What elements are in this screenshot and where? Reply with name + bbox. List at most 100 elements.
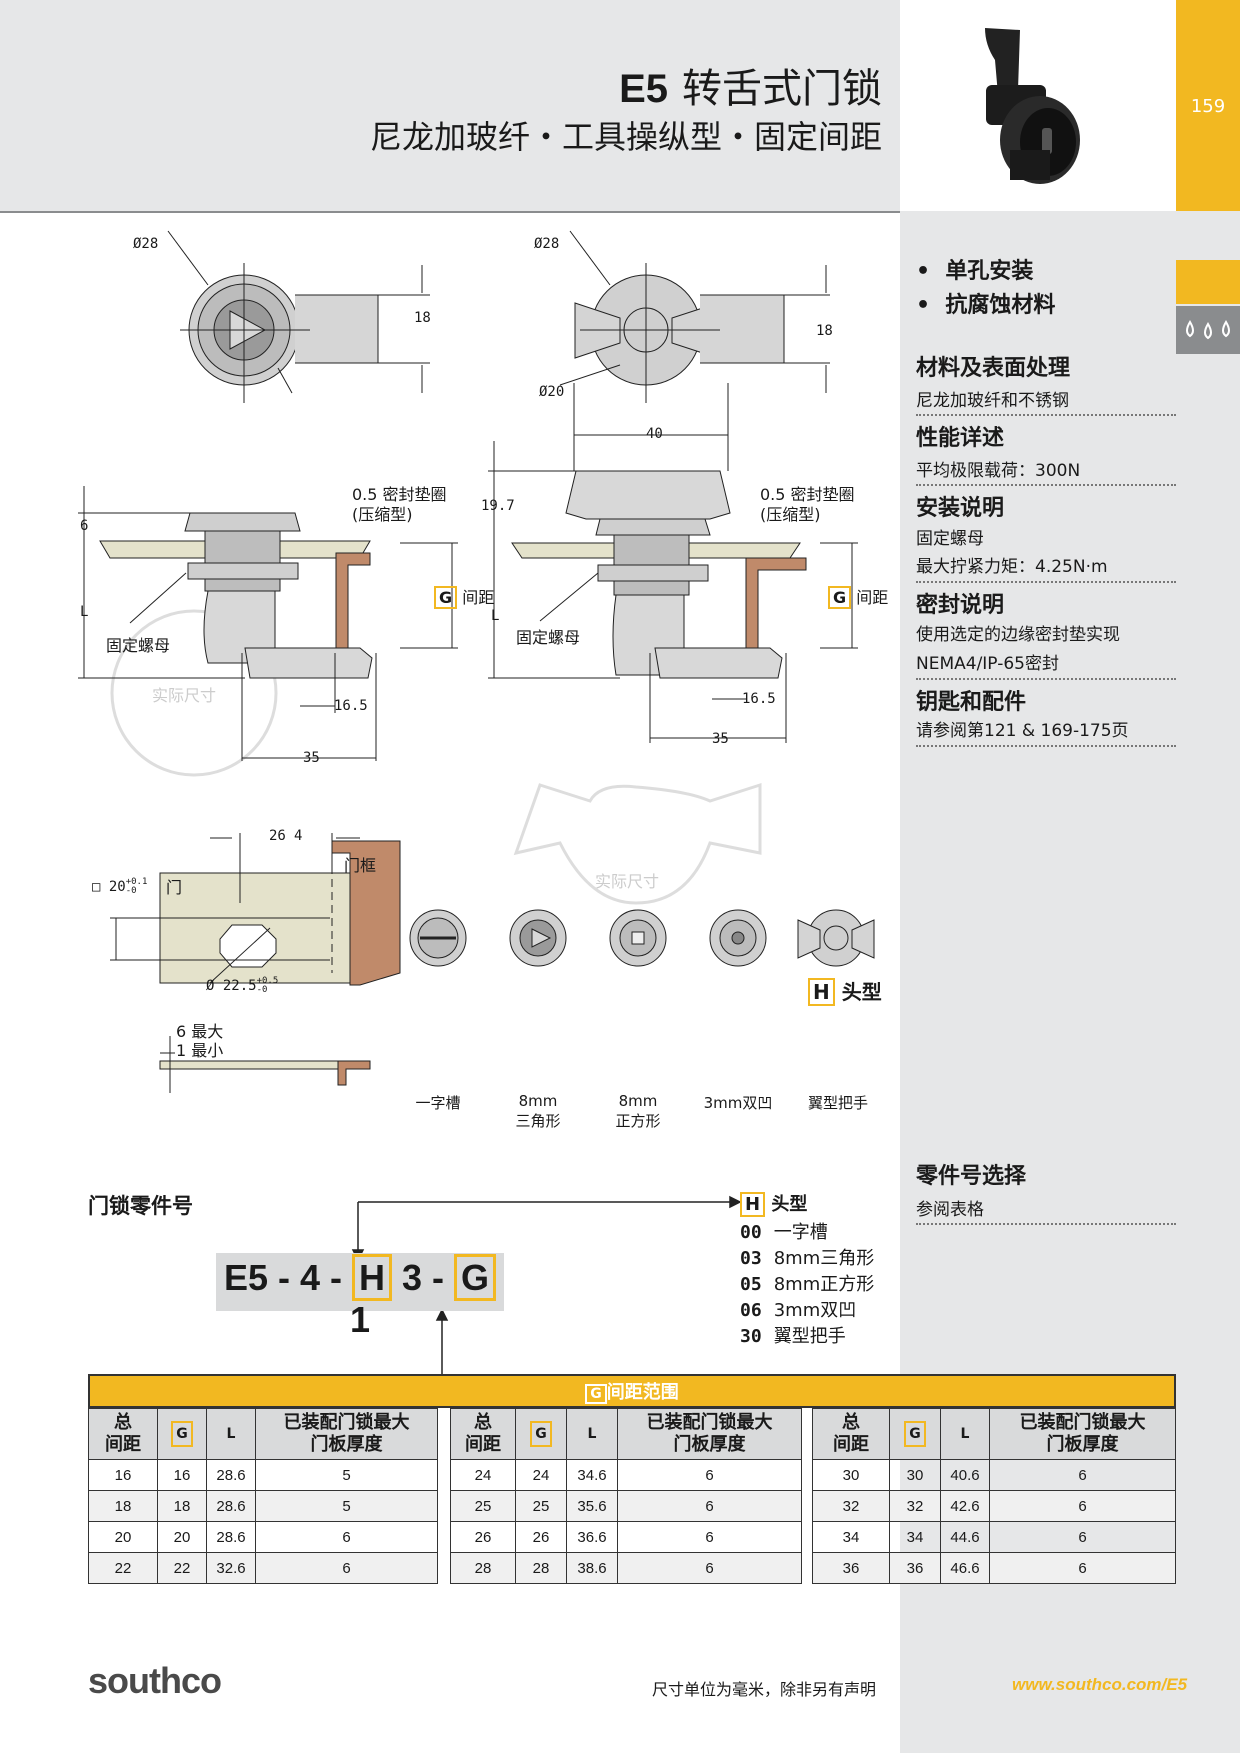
frame-label: 门框: [344, 856, 377, 875]
part-select-heading: 零件号选择: [916, 1164, 1027, 1189]
part-number-code: E5 - 4 - H 3 - G 1: [216, 1254, 504, 1341]
col-total: 总间距: [88, 1408, 158, 1460]
page-tab: [1176, 0, 1240, 211]
dim-18: 18: [816, 323, 833, 339]
units-note: 尺寸单位为毫米，除非另有声明: [652, 1680, 877, 1699]
dim-16-5: 16.5: [334, 698, 368, 714]
gasket-label: 0.5 密封垫圈(压缩型): [760, 485, 855, 524]
actual-size-watermark: 实际尺寸: [152, 686, 217, 705]
spacing-label: G 间距: [434, 584, 494, 609]
section-text: 平均极限载荷：300N: [916, 461, 1081, 481]
dim-dia20: Ø20: [539, 384, 565, 400]
dim-35: 35: [712, 731, 729, 747]
sidebar-tab-corrosion: [1176, 306, 1240, 354]
section-heading: 密封说明: [916, 593, 1005, 618]
section-heading: 性能详述: [916, 426, 1005, 451]
header-band: [0, 0, 900, 211]
col-total: 总间距: [812, 1408, 890, 1460]
dim-16-5: 16.5: [742, 691, 776, 707]
gasket-label: 0.5 密封垫圈(压缩型): [352, 485, 447, 524]
dim-26: 26: [269, 828, 286, 844]
part-select-text: 参阅表格: [916, 1200, 984, 1220]
col-g: G: [515, 1408, 567, 1460]
section-heading: 钥匙和配件: [916, 690, 1027, 715]
dim-19-7: 19.7: [481, 498, 515, 514]
dim-6: 6: [80, 518, 89, 534]
nut-label: 固定螺母: [106, 636, 171, 655]
option-item: 05 8mm正方形: [740, 1274, 875, 1295]
head-type-slot: 一字槽: [415, 1094, 461, 1112]
option-item: 03 8mm三角形: [740, 1248, 875, 1269]
feature-item: • 抗腐蚀材料: [916, 293, 1056, 318]
spacing-label: G 间距: [828, 584, 888, 609]
option-item: 30 翼型把手: [740, 1326, 846, 1347]
col-total: 总间距: [450, 1408, 516, 1460]
col-max: 已装配门锁最大门板厚度: [617, 1408, 802, 1460]
part-number-box: [216, 1253, 504, 1311]
col-g: G: [157, 1408, 207, 1460]
feature-item: • 单孔安装: [916, 259, 1034, 284]
head-type-title: H 头型: [808, 976, 882, 1006]
dim-sq20: □ 20+0.1-0: [92, 877, 148, 896]
dim-35: 35: [303, 750, 320, 766]
max-thickness: 6 最大: [176, 1022, 224, 1041]
section-heading: 安装说明: [916, 496, 1005, 521]
dim-40: 40: [646, 426, 663, 442]
southco-logo: southco: [88, 1660, 222, 1701]
page-subtitle: 尼龙加玻纤・工具操纵型・固定间距: [369, 118, 882, 156]
nut-label: 固定螺母: [516, 628, 581, 647]
product-code: E5: [619, 67, 669, 111]
page-title: E5 转舌式门锁: [619, 56, 882, 114]
section-text: 固定螺母: [916, 529, 984, 549]
water-drops-icon: [1186, 320, 1230, 340]
min-thickness: 1 最小: [176, 1041, 224, 1060]
option-item: 06 3mm双凹: [740, 1300, 857, 1321]
table-header-bar: [88, 1374, 1176, 1408]
head-type-wing: 翼型把手: [807, 1094, 868, 1112]
divider: [916, 1223, 1176, 1225]
col-g: G: [889, 1408, 941, 1460]
door-label: 门: [166, 878, 183, 897]
section-heading: 材料及表面处理: [916, 356, 1071, 381]
col-max: 已装配门锁最大门板厚度: [989, 1408, 1176, 1460]
technical-drawing: [78, 230, 875, 1093]
product-photo: [900, 0, 1176, 211]
website-link[interactable]: www.southco.com/E5: [1012, 1675, 1188, 1694]
divider: [916, 414, 1176, 416]
dim-18: 18: [414, 310, 431, 326]
product-name: 转舌式门锁: [682, 66, 882, 112]
section-text: NEMA4/IP-65密封: [916, 654, 1059, 674]
dim-L: L: [491, 608, 500, 624]
dim-L: L: [80, 604, 89, 620]
divider: [916, 581, 1176, 583]
col-l: L: [940, 1408, 990, 1460]
actual-size-watermark: 实际尺寸: [595, 872, 660, 891]
divider: [916, 745, 1176, 747]
section-text: 最大拧紧力矩：4.25N·m: [916, 557, 1108, 577]
dim-dia28: Ø28: [534, 236, 560, 252]
col-l: L: [206, 1408, 256, 1460]
section-text: 使用选定的边缘密封垫实现: [916, 625, 1120, 645]
dim-dia22-5: Ø 22.5+0.5-0: [206, 976, 279, 995]
divider: [916, 678, 1176, 680]
divider: [916, 484, 1176, 486]
sidebar-tab-accent: [1176, 260, 1240, 304]
option-item: 00 一字槽: [740, 1222, 828, 1243]
